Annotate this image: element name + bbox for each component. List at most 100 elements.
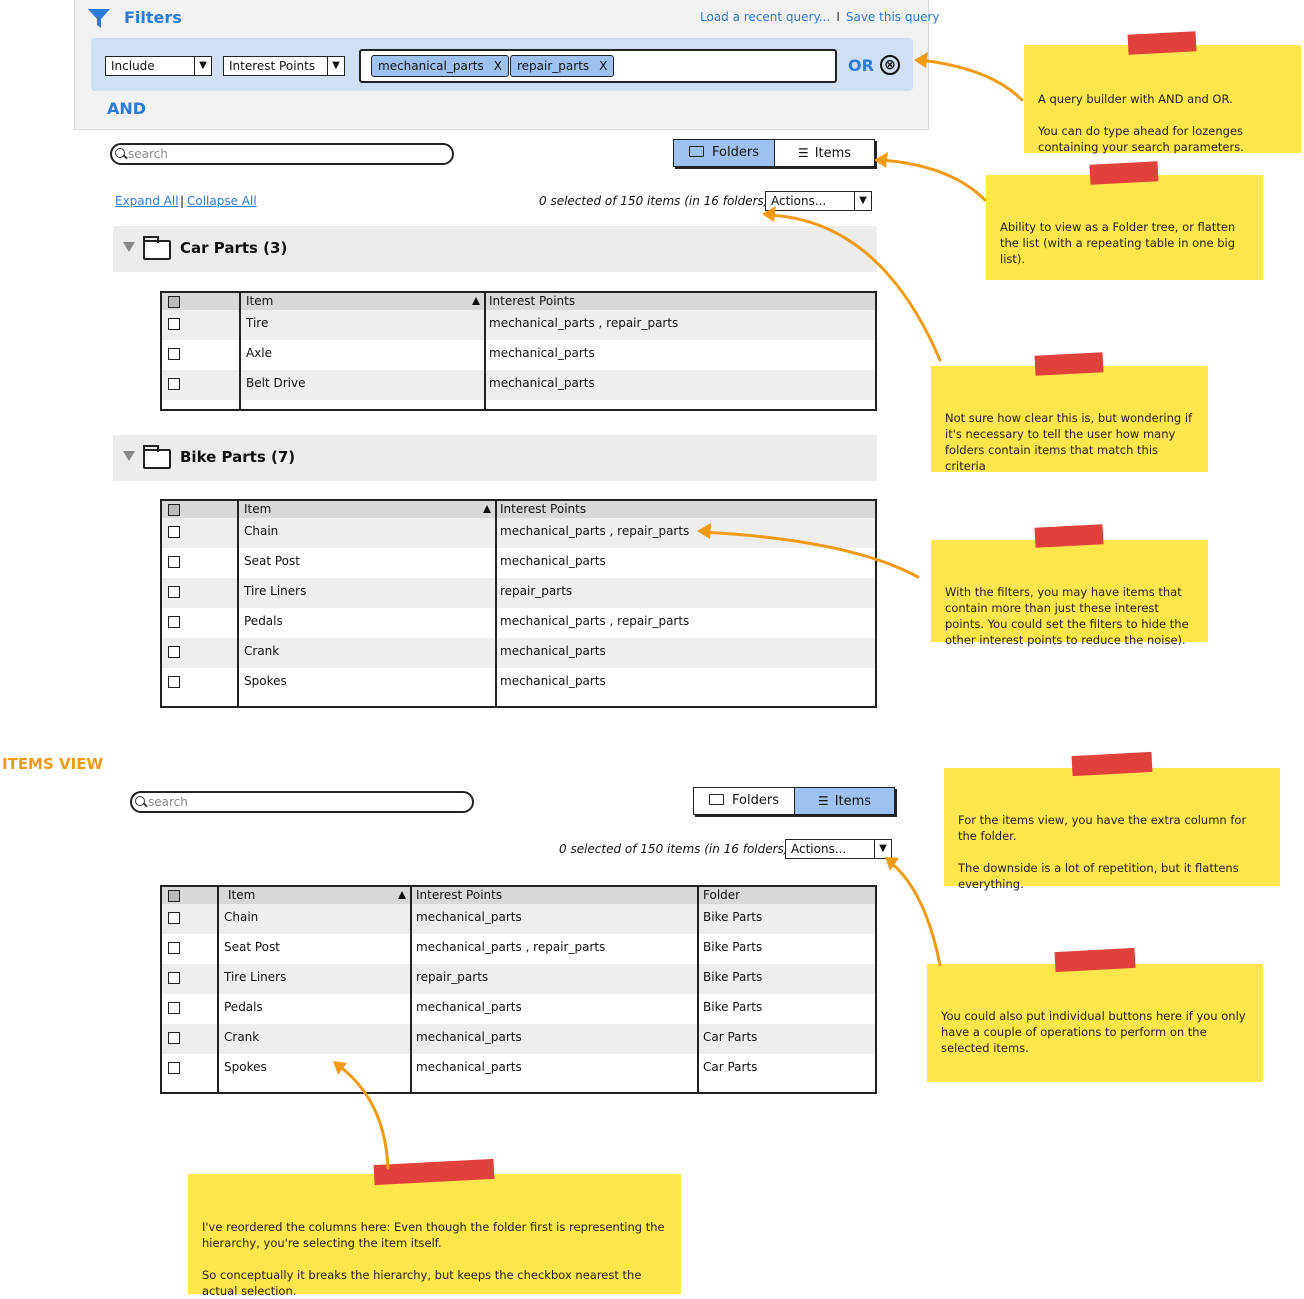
row-checkbox[interactable] [168, 556, 180, 568]
select-all-checkbox[interactable] [168, 890, 180, 902]
column-header-folder[interactable]: Folder [703, 888, 741, 902]
column-header-item[interactable]: Item [228, 888, 256, 902]
table-row[interactable]: Seat Post mechanical_parts [162, 548, 875, 578]
items-toggle-button[interactable]: ☰Items [774, 140, 874, 166]
column-header-item[interactable]: Item [244, 502, 272, 516]
row-checkbox[interactable] [168, 1062, 180, 1074]
sort-ascending-icon[interactable] [483, 505, 491, 513]
sticky-note-column-order: I've reordered the columns here: Even th… [188, 1158, 681, 1298]
column-header-interest-points[interactable]: Interest Points [416, 888, 503, 902]
car-parts-table: Item Interest Points Tire mechanical_par… [160, 291, 877, 411]
row-checkbox[interactable] [168, 676, 180, 688]
row-checkbox[interactable] [168, 942, 180, 954]
items-table: Item Interest Points Folder Chain mechan… [160, 885, 877, 1094]
column-divider [495, 501, 497, 706]
row-checkbox[interactable] [168, 586, 180, 598]
interest-points-cell: mechanical_parts [416, 1030, 522, 1044]
actions-select-value: Actions... [791, 842, 847, 856]
folder-icon [143, 445, 171, 469]
column-divider [237, 501, 239, 706]
actions-select[interactable]: Actions... ▼ [765, 191, 872, 211]
folders-toggle-button[interactable]: Folders [674, 140, 774, 166]
group-header-bike-parts[interactable]: Bike Parts (7) [113, 435, 877, 481]
folder-cell: Bike Parts [703, 940, 763, 954]
actions-select[interactable]: Actions... ▼ [785, 839, 892, 859]
row-checkbox[interactable] [168, 526, 180, 538]
filter-icon [87, 8, 111, 34]
remove-lozenge-button[interactable]: X [493, 59, 502, 73]
sort-ascending-icon[interactable] [398, 891, 406, 899]
group-header-car-parts[interactable]: Car Parts (3) [113, 226, 877, 272]
table-row[interactable]: Crank mechanical_parts Car Parts [162, 1024, 875, 1054]
search-input[interactable]: search [110, 143, 454, 165]
table-row[interactable]: Chain mechanical_parts , repair_parts [162, 518, 875, 548]
field-select[interactable]: Interest Points ▼ [223, 56, 345, 76]
row-checkbox[interactable] [168, 1002, 180, 1014]
column-divider [239, 293, 241, 409]
select-all-checkbox[interactable] [168, 504, 180, 516]
items-toggle-button[interactable]: ☰Items [794, 788, 894, 814]
table-row[interactable]: Tire Liners repair_parts Bike Parts [162, 964, 875, 994]
interest-points-cell: mechanical_parts , repair_parts [489, 316, 679, 330]
table-row[interactable]: Crank mechanical_parts [162, 638, 875, 668]
row-checkbox[interactable] [168, 646, 180, 658]
sticky-note-filters: With the filters, you may have items tha… [931, 524, 1208, 647]
table-row[interactable]: Spokes mechanical_parts [162, 668, 875, 698]
folders-toggle-button[interactable]: Folders [694, 788, 794, 814]
item-cell: Seat Post [224, 940, 280, 954]
tape-decoration [1127, 31, 1197, 55]
clear-filter-icon[interactable]: ⊗ [880, 55, 900, 75]
expand-all-link[interactable]: Expand All [115, 194, 179, 208]
arrow-to-clear-filter [918, 58, 1024, 102]
interest-points-cell: mechanical_parts , repair_parts [416, 940, 606, 954]
row-checkbox[interactable] [168, 378, 180, 390]
row-checkbox[interactable] [168, 912, 180, 924]
column-header-item[interactable]: Item [246, 294, 274, 308]
items-toggle-label: Items [834, 794, 872, 809]
select-all-checkbox[interactable] [168, 296, 180, 308]
row-checkbox[interactable] [168, 1032, 180, 1044]
remove-lozenge-button[interactable]: X [599, 59, 608, 73]
save-query-link[interactable]: Save this query [845, 10, 940, 24]
item-cell: Seat Post [244, 554, 300, 568]
collapse-triangle-icon[interactable] [123, 242, 135, 252]
table-row[interactable]: Belt Drive mechanical_parts [162, 370, 875, 400]
bike-parts-table: Item Interest Points Chain mechanical_pa… [160, 499, 877, 708]
load-recent-query-link[interactable]: Load a recent query... [700, 10, 831, 24]
table-row[interactable]: Tire mechanical_parts , repair_parts [162, 310, 875, 340]
actions-select-value: Actions... [771, 194, 827, 208]
table-row[interactable]: Pedals mechanical_parts , repair_parts [162, 608, 875, 638]
group-title: Car Parts (3) [180, 239, 288, 257]
row-checkbox[interactable] [168, 318, 180, 330]
interest-points-cell: repair_parts [500, 584, 573, 598]
row-checkbox[interactable] [168, 972, 180, 984]
table-row[interactable]: Seat Post mechanical_parts , repair_part… [162, 934, 875, 964]
folders-toggle-label: Folders [732, 793, 779, 808]
group-title: Bike Parts (7) [180, 448, 296, 466]
table-row[interactable]: Tire Liners repair_parts [162, 578, 875, 608]
column-header-interest-points[interactable]: Interest Points [489, 294, 576, 308]
and-button[interactable]: AND [107, 99, 147, 118]
table-row[interactable]: Axle mechanical_parts [162, 340, 875, 370]
row-checkbox[interactable] [168, 348, 180, 360]
or-button[interactable]: OR [848, 56, 874, 75]
table-row[interactable]: Spokes mechanical_parts Car Parts [162, 1054, 875, 1084]
row-checkbox[interactable] [168, 616, 180, 628]
note-text: Ability to view as a Folder tree, or fla… [1000, 220, 1236, 266]
search-input[interactable]: search [130, 791, 474, 813]
arrow-to-actions-select [888, 860, 942, 967]
table-row[interactable]: Pedals mechanical_parts Bike Parts [162, 994, 875, 1024]
sort-ascending-icon[interactable] [472, 297, 480, 305]
table-row[interactable]: Chain mechanical_parts Bike Parts [162, 904, 875, 934]
collapse-triangle-icon[interactable] [123, 451, 135, 461]
sticky-note-folder-count: Not sure how clear this is, but wonderin… [931, 352, 1208, 473]
view-toggle: Folders ☰Items [693, 787, 895, 815]
collapse-all-link[interactable]: Collapse All [187, 194, 257, 208]
column-header-interest-points[interactable]: Interest Points [500, 502, 587, 516]
include-select[interactable]: Include ▼ [105, 56, 212, 76]
column-divider [410, 887, 412, 1092]
tape-decoration [1071, 751, 1153, 777]
interest-points-cell: mechanical_parts [416, 1060, 522, 1074]
